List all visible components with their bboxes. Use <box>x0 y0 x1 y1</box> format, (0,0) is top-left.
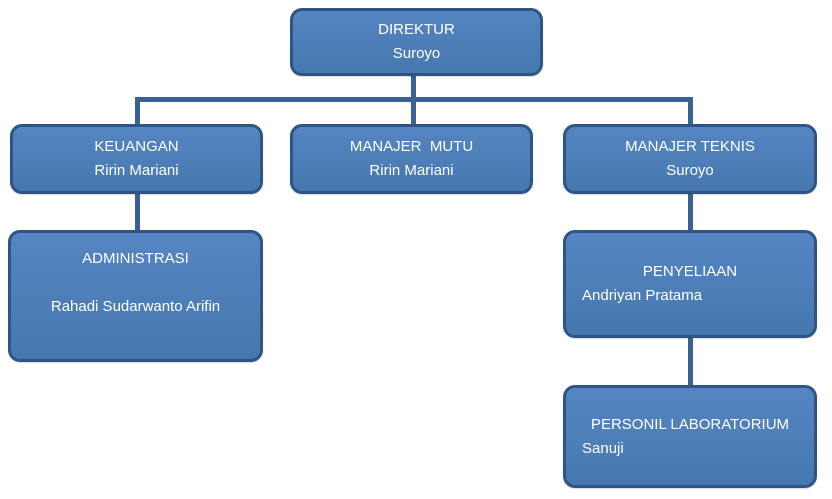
role-label: MANAJER TEKNIS <box>625 138 755 155</box>
role-label: ADMINISTRASI <box>82 250 189 267</box>
connector-drop-keuangan <box>135 97 140 126</box>
connector-keuangan-administrasi <box>135 192 140 232</box>
org-node-penyeliaan: PENYELIAAN Andriyan Pratama <box>563 230 817 338</box>
person-name: Sanuji <box>582 439 624 457</box>
org-node-manajer-teknis: MANAJER TEKNIS Suroyo <box>563 124 817 194</box>
role-label: PERSONIL LABORATORIUM <box>590 415 790 433</box>
connector-penyeliaan-personil <box>688 336 693 387</box>
connector-drop-manajer-mutu <box>411 97 416 126</box>
person-name: Andriyan Pratama <box>582 287 703 304</box>
person-name: Ririn Mariani <box>94 162 179 179</box>
org-node-direktur: DIREKTUR Suroyo <box>290 8 543 76</box>
connector-direktur-down <box>411 76 416 102</box>
org-node-personil-laboratorium: PERSONIL LABORATORIUM Sanuji <box>563 385 817 488</box>
org-node-keuangan: KEUANGAN Ririn Mariani <box>10 124 263 194</box>
connector-drop-manajer-teknis <box>688 97 693 126</box>
role-label: MANAJER MUTU <box>349 138 474 155</box>
org-node-administrasi: ADMINISTRASI Rahadi Sudarwanto Arifin <box>8 230 263 362</box>
role-label: DIREKTUR <box>378 21 455 38</box>
person-name: Ririn Mariani <box>369 162 454 179</box>
person-name: Suroyo <box>392 45 441 62</box>
connector-teknis-penyeliaan <box>688 192 693 232</box>
role-label: KEUANGAN <box>94 138 179 155</box>
person-name: Suroyo <box>666 162 714 179</box>
person-name: Rahadi Sudarwanto Arifin <box>50 298 221 315</box>
role-label: PENYELIAAN <box>642 263 738 280</box>
blank-line <box>11 271 260 295</box>
org-node-manajer-mutu: MANAJER MUTU Ririn Mariani <box>290 124 533 194</box>
